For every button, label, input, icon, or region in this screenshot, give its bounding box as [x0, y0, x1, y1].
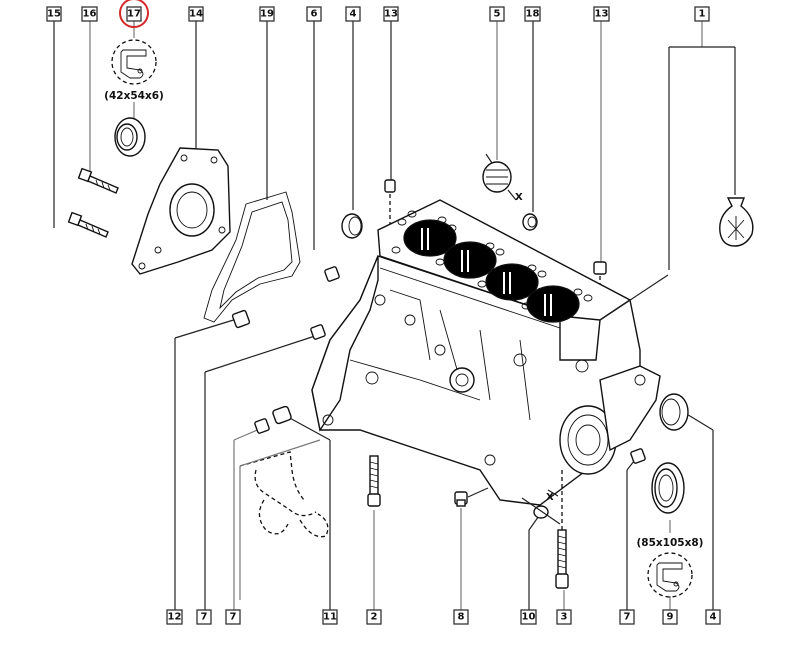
seal-housing-14: [131, 147, 231, 275]
oil-pipe-dashed: [239, 439, 329, 600]
seal-symbol-17: (42x54x6): [104, 39, 164, 102]
callout-7-c[interactable]: 7: [619, 609, 635, 625]
callout-12[interactable]: 12: [166, 609, 183, 625]
callout-14[interactable]: 14: [188, 6, 204, 22]
callout-16[interactable]: 16: [81, 6, 98, 22]
cylinder-bore-1: [403, 219, 457, 257]
svg-text:1: 1: [699, 9, 706, 20]
cylinder-bore-2: [443, 241, 497, 279]
dowel-6: [324, 266, 340, 282]
plug-5: X: [482, 153, 523, 203]
svg-text:17: 17: [127, 9, 141, 20]
svg-text:5: 5: [494, 9, 501, 20]
svg-text:8: 8: [458, 612, 465, 623]
svg-text:13: 13: [384, 9, 398, 20]
callout-19[interactable]: 19: [259, 6, 275, 22]
bearing-cap-4: [341, 213, 363, 239]
cylinder-block-1: [311, 199, 669, 506]
parts-bag-icon: [719, 197, 754, 247]
svg-text:13: 13: [595, 9, 609, 20]
callout-3[interactable]: 3: [556, 609, 572, 625]
oil-seal-16: [114, 117, 146, 157]
svg-text:19: 19: [260, 9, 274, 20]
callout-4-bottom[interactable]: 4: [705, 609, 721, 625]
stud-3: [555, 470, 569, 589]
svg-text:2: 2: [371, 612, 378, 623]
callout-5[interactable]: 5: [489, 6, 505, 22]
seal-symbol-9: (85x105x8): [637, 537, 704, 598]
oil-jet-10: X: [521, 489, 561, 525]
leader-lines-top: [53, 21, 736, 270]
svg-text:9: 9: [667, 612, 674, 623]
seal-17-dimensions: (42x54x6): [104, 90, 164, 102]
bolt-15-lower: [67, 211, 109, 238]
callout-2[interactable]: 2: [366, 609, 382, 625]
svg-text:7: 7: [624, 612, 631, 623]
svg-text:12: 12: [168, 612, 182, 623]
svg-text:18: 18: [526, 9, 540, 20]
callout-7-b[interactable]: 7: [225, 609, 241, 625]
callout-11[interactable]: 11: [322, 609, 338, 625]
drain-plug-8: [454, 487, 489, 507]
pipe-11: [272, 405, 292, 425]
dowel-12: [231, 309, 251, 329]
seal-9-dimensions: (85x105x8): [637, 537, 704, 549]
oil-seal-9: [651, 462, 685, 514]
dowel-7-left: [310, 324, 326, 340]
svg-text:3: 3: [561, 612, 568, 623]
svg-text:14: 14: [189, 9, 203, 20]
callout-4[interactable]: 4: [345, 6, 361, 22]
svg-text:4: 4: [350, 9, 357, 20]
callout-13-left[interactable]: 13: [383, 6, 399, 22]
callout-7-a[interactable]: 7: [196, 609, 212, 625]
callout-8[interactable]: 8: [453, 609, 469, 625]
x-marker-bottom: X: [546, 492, 554, 503]
callout-9[interactable]: 9: [662, 609, 678, 625]
svg-text:4: 4: [710, 612, 717, 623]
callout-17[interactable]: 17: [119, 0, 149, 28]
svg-text:16: 16: [83, 9, 97, 20]
callout-6[interactable]: 6: [306, 6, 322, 22]
callout-15[interactable]: 15: [46, 6, 62, 22]
highlight-circle: [119, 0, 149, 28]
stud-13-left: [384, 179, 396, 236]
stud-2: [367, 455, 381, 507]
bolt-15-upper: [77, 167, 119, 194]
callout-10[interactable]: 10: [520, 609, 537, 625]
bearing-ring-4: [659, 393, 689, 431]
svg-text:7: 7: [230, 612, 237, 623]
plug-18: [522, 213, 538, 231]
dowel-7-right: [630, 448, 646, 464]
callouts-top: 15 16 17 14 19 6 4 13: [46, 0, 710, 28]
svg-text:10: 10: [522, 612, 536, 623]
gasket-19: [203, 191, 301, 323]
callout-13-right[interactable]: 13: [593, 6, 610, 22]
dowel-7-lower: [254, 418, 270, 434]
svg-text:11: 11: [323, 612, 337, 623]
callout-1[interactable]: 1: [694, 6, 710, 22]
callout-18[interactable]: 18: [524, 6, 541, 22]
cylinder-bore-4: [526, 285, 580, 323]
cylinder-bore-3: [485, 263, 539, 301]
callouts-bottom: 12 7 7 11 2 8 10 3: [166, 609, 721, 625]
svg-text:7: 7: [201, 612, 208, 623]
svg-text:15: 15: [47, 9, 61, 20]
stud-13-right: [593, 261, 607, 300]
x-marker-top: X: [515, 192, 523, 203]
svg-text:6: 6: [311, 9, 318, 20]
